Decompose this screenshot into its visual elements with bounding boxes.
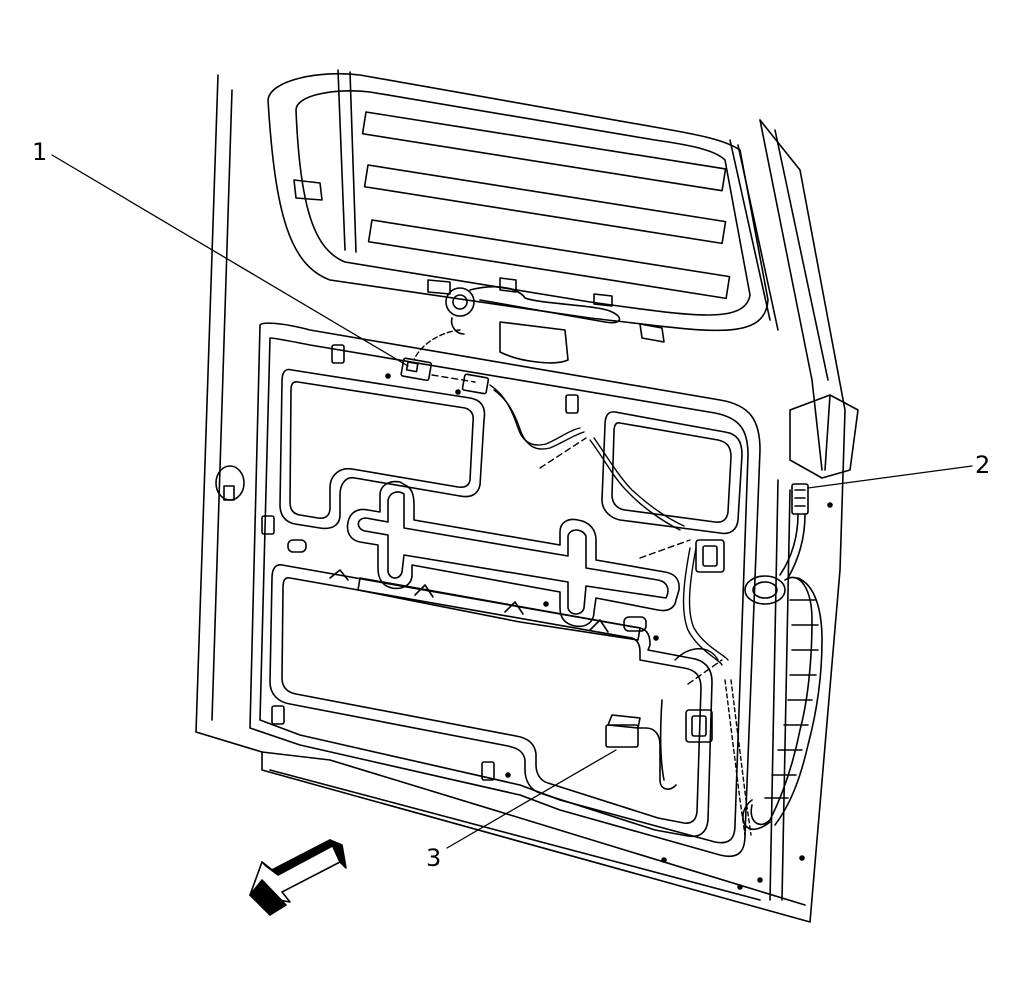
leader-lines [51, 154, 973, 849]
leader-line-2 [807, 465, 973, 489]
leader-line-3 [446, 749, 617, 849]
panel-bosses [685, 539, 725, 743]
inner-panel [215, 322, 761, 890]
door-shell [195, 74, 846, 923]
upper-left-cutout [279, 368, 486, 530]
connector-2 [744, 483, 809, 605]
glass-louver-2 [363, 164, 727, 245]
callout-3: 3 [426, 844, 442, 872]
center-cutout [346, 480, 680, 628]
corrugated-conduit [742, 576, 823, 831]
upper-right-cutout [601, 411, 743, 535]
lower-cutout [269, 564, 713, 838]
connector-1 [400, 357, 490, 395]
grommet-cluster [445, 277, 621, 364]
window-frame [267, 69, 779, 343]
callout-1: 1 [32, 138, 48, 166]
leader-line-1 [51, 154, 409, 367]
forward-arrow-icon [249, 839, 347, 916]
connector-3 [605, 699, 677, 790]
wiring-harness [413, 329, 752, 836]
callout-2: 2 [975, 451, 991, 479]
glass-louver-1 [361, 111, 727, 192]
glass-louver-3 [367, 219, 731, 300]
